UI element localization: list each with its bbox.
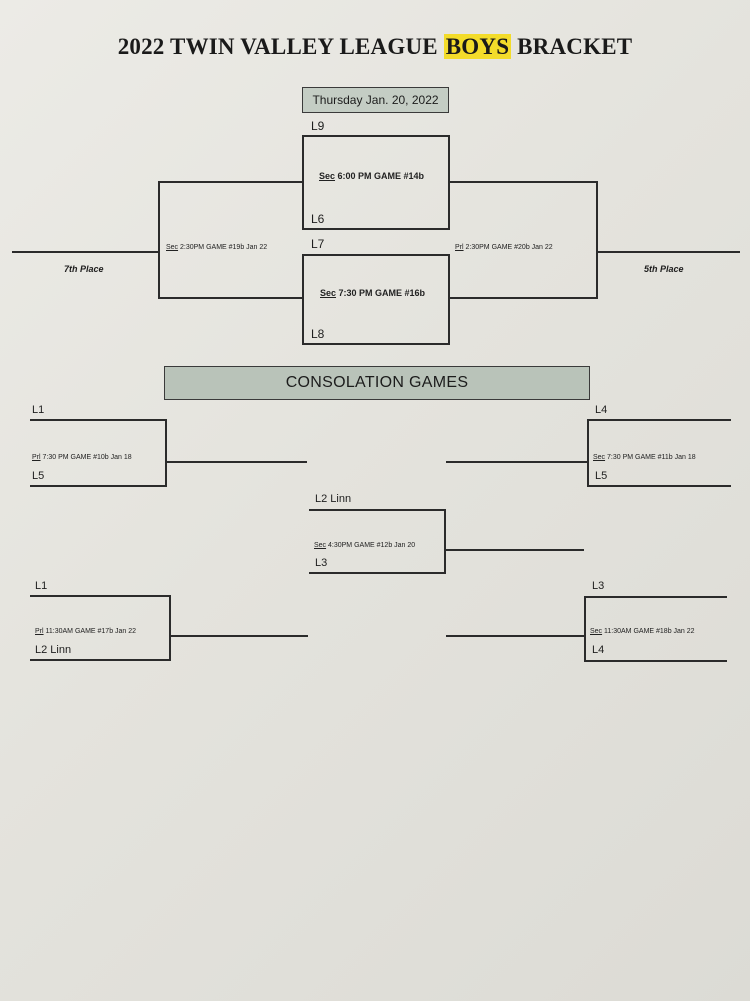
fifth-place-line bbox=[596, 251, 740, 253]
title-highlight: BOYS bbox=[443, 34, 512, 59]
g10-bottom-line bbox=[30, 485, 167, 487]
g16-site: Sec bbox=[320, 288, 337, 298]
g14-top-line bbox=[302, 135, 450, 137]
g17-info: Prl 11:30AM GAME #17b Jan 22 bbox=[35, 628, 136, 635]
g10-top-team: L1 bbox=[32, 404, 45, 416]
g17-top-team: L1 bbox=[35, 580, 48, 592]
g14-bottom-line bbox=[302, 228, 450, 230]
g14-details: 6:00 PM GAME #14b bbox=[337, 171, 425, 181]
g10-info: Prl 7:30 PM GAME #10b Jan 18 bbox=[32, 454, 132, 461]
g12-top-team: L2 Linn bbox=[315, 493, 352, 505]
g16-details: 7:30 PM GAME #16b bbox=[338, 288, 426, 298]
seventh-place-label: 7th Place bbox=[64, 264, 104, 274]
g19-details: 2:30PM GAME #19b Jan 22 bbox=[180, 244, 268, 251]
g14-info: Sec 6:00 PM GAME #14b bbox=[319, 171, 424, 181]
g17-out-line bbox=[169, 635, 308, 637]
g12-bottom-line bbox=[309, 572, 446, 574]
g11-bottom-line bbox=[587, 485, 731, 487]
g18-top-team: L3 bbox=[592, 580, 605, 592]
g14-top-team: L9 bbox=[311, 119, 325, 133]
g18-details: 11:30AM GAME #18b Jan 22 bbox=[604, 628, 695, 635]
g18-info: Sec 11:30AM GAME #18b Jan 22 bbox=[590, 628, 695, 635]
g17-bottom-team: L2 Linn bbox=[35, 644, 72, 656]
fifth-place-label: 5th Place bbox=[644, 264, 684, 274]
bracket-title: 2022 TWIN VALLEY LEAGUE BOYS BRACKET bbox=[0, 34, 750, 60]
g11-out-line bbox=[446, 461, 588, 463]
g17-vertical-line bbox=[169, 595, 171, 661]
title-suffix: BRACKET bbox=[511, 34, 633, 59]
title-prefix: 2022 TWIN VALLEY LEAGUE bbox=[117, 34, 444, 59]
g14-site: Sec bbox=[319, 171, 336, 181]
g12-top-line bbox=[309, 509, 446, 511]
seventh-place-line bbox=[12, 251, 159, 253]
g11-bottom-team: L5 bbox=[595, 470, 608, 482]
g20-top-line bbox=[448, 181, 598, 183]
g18-top-line bbox=[584, 596, 727, 598]
g20-bottom-line bbox=[448, 297, 598, 299]
g20-details: 2:30PM GAME #20b Jan 22 bbox=[465, 244, 553, 251]
date-banner: Thursday Jan. 20, 2022 bbox=[302, 87, 449, 113]
g20-vertical-line bbox=[596, 181, 598, 299]
g11-info: Sec 7:30 PM GAME #11b Jan 18 bbox=[593, 454, 696, 461]
g10-out-line bbox=[165, 461, 307, 463]
g11-site: Sec bbox=[593, 454, 606, 461]
g17-details: 11:30AM GAME #17b Jan 22 bbox=[45, 628, 137, 635]
g16-bottom-line bbox=[302, 343, 450, 345]
g12-out-line bbox=[444, 549, 584, 551]
g16-info: Sec 7:30 PM GAME #16b bbox=[320, 288, 425, 298]
g18-bottom-team: L4 bbox=[592, 644, 605, 656]
g19-top-line bbox=[158, 181, 304, 183]
g19-vertical-line bbox=[158, 181, 160, 299]
g11-details: 7:30 PM GAME #11b Jan 18 bbox=[607, 454, 696, 461]
g12-site: Sec bbox=[314, 542, 327, 549]
g18-site: Sec bbox=[590, 628, 603, 635]
g16-top-line bbox=[302, 254, 450, 256]
g11-vertical-line bbox=[587, 419, 589, 487]
g19-info: Sec 2:30PM GAME #19b Jan 22 bbox=[166, 244, 267, 251]
g11-top-line bbox=[587, 419, 731, 421]
g20-site: Prl bbox=[455, 244, 464, 251]
g10-vertical-line bbox=[165, 419, 167, 487]
g10-top-line bbox=[30, 419, 167, 421]
g20-info: Prl 2:30PM GAME #20b Jan 22 bbox=[455, 244, 553, 251]
g19-site: Sec bbox=[166, 244, 179, 251]
g17-top-line bbox=[30, 595, 171, 597]
g16-right-line bbox=[448, 254, 450, 345]
g18-bottom-line bbox=[584, 660, 727, 662]
g18-out-line bbox=[446, 635, 585, 637]
g12-bottom-team: L3 bbox=[315, 557, 328, 569]
g17-site: Prl bbox=[35, 628, 44, 635]
g11-top-team: L4 bbox=[595, 404, 608, 416]
g10-bottom-team: L5 bbox=[32, 470, 45, 482]
g10-site: Prl bbox=[32, 454, 41, 461]
g10-details: 7:30 PM GAME #10b Jan 18 bbox=[42, 454, 132, 461]
g14-bottom-team: L6 bbox=[311, 212, 325, 226]
g17-bottom-line bbox=[30, 659, 171, 661]
g16-bottom-team: L8 bbox=[311, 327, 325, 341]
consolation-banner: CONSOLATION GAMES bbox=[164, 366, 590, 400]
g12-vertical-line bbox=[444, 509, 446, 574]
g12-info: Sec 4:30PM GAME #12b Jan 20 bbox=[314, 542, 415, 549]
g12-details: 4:30PM GAME #12b Jan 20 bbox=[328, 542, 416, 549]
g19-bottom-line bbox=[158, 297, 304, 299]
g16-top-team: L7 bbox=[311, 237, 325, 251]
g16-left-line bbox=[302, 254, 304, 345]
g18-vertical-line bbox=[584, 596, 586, 662]
